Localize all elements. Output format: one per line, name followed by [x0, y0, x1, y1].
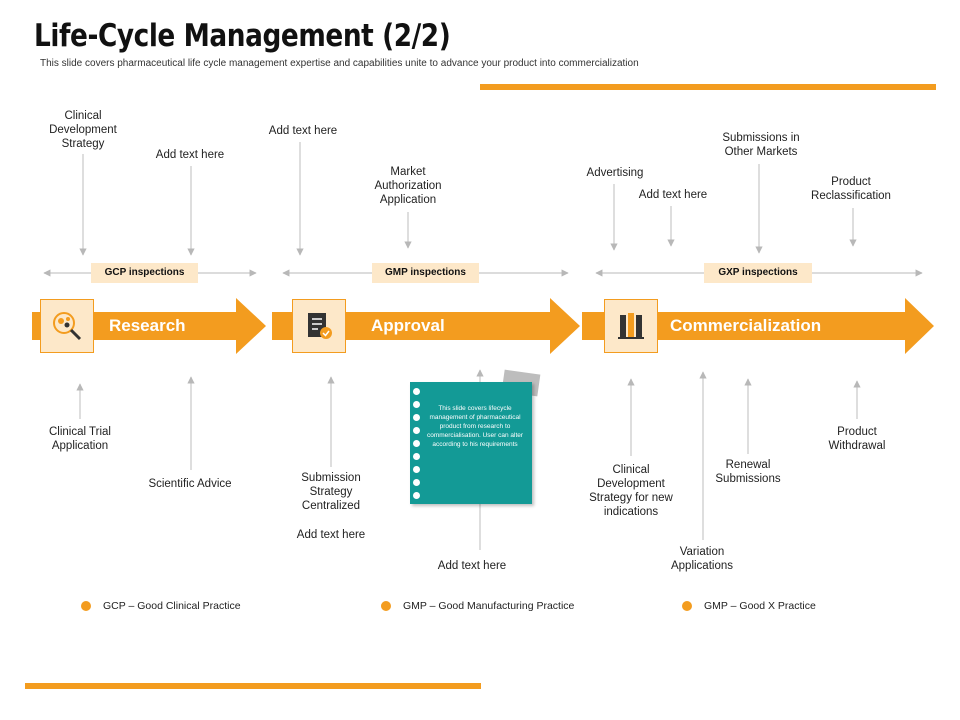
label-market-authorization-application: Market Authorization Application — [374, 166, 442, 206]
stage-label-approval: Approval — [371, 316, 445, 335]
label-add-text-3: Add text here — [638, 189, 708, 201]
commercialization-building-icon — [604, 299, 658, 353]
approval-arrow — [272, 298, 580, 354]
label-scientific-advice: Scientific Advice — [148, 478, 232, 490]
legend-dot-gmp — [381, 601, 391, 611]
label-add-text-1: Add text here — [155, 149, 225, 161]
label-clinical-development-strategy: Clinical Development Strategy — [49, 110, 117, 150]
label-product-reclassification: Product Reclassification — [811, 176, 891, 202]
label-submission-strategy-centralized: Submission Strategy Centralized — [301, 472, 361, 512]
gxp-inspections-label: GXP inspections — [704, 263, 812, 283]
research-gears-icon — [40, 299, 94, 353]
label-clinical-trial-application: Clinical Trial Application — [49, 426, 111, 452]
sticky-note: This slide covers lifecycle management o… — [410, 382, 532, 504]
approval-checklist-icon — [292, 299, 346, 353]
label-advertising: Advertising — [586, 167, 644, 179]
label-add-text-5: Add text here — [437, 560, 507, 572]
stage-label-commercialization: Commercialization — [670, 316, 822, 335]
label-variation-applications: Variation Applications — [670, 546, 733, 572]
page-subtitle: This slide covers pharmaceutical life cy… — [40, 58, 639, 69]
legend-gxp: GMP – Good X Practice — [704, 600, 816, 612]
legend-gmp: GMP – Good Manufacturing Practice — [403, 600, 575, 612]
label-submissions-other-markets: Submissions in Other Markets — [722, 132, 800, 158]
header-accent-bar — [480, 84, 936, 90]
label-renewal-submissions: Renewal Submissions — [715, 459, 781, 485]
stage-label-research: Research — [109, 316, 186, 335]
page-title: Life-Cycle Management (2/2) — [34, 18, 451, 54]
sticky-note-text: This slide covers lifecycle management o… — [426, 405, 524, 448]
gcp-inspections-label: GCP inspections — [91, 263, 198, 283]
legend-gcp: GCP – Good Clinical Practice — [103, 600, 241, 612]
label-add-text-4: Add text here — [296, 529, 366, 541]
label-product-withdrawal: Product Withdrawal — [828, 426, 886, 452]
legend-dot-gxp — [682, 601, 692, 611]
label-clinical-development-new-indications: Clinical Development Strategy for new in… — [589, 464, 673, 518]
commercialization-arrow — [582, 298, 934, 354]
gmp-inspections-label: GMP inspections — [372, 263, 479, 283]
label-add-text-2: Add text here — [268, 125, 338, 137]
legend-dot-gcp — [81, 601, 91, 611]
footer-accent-bar — [25, 683, 481, 689]
